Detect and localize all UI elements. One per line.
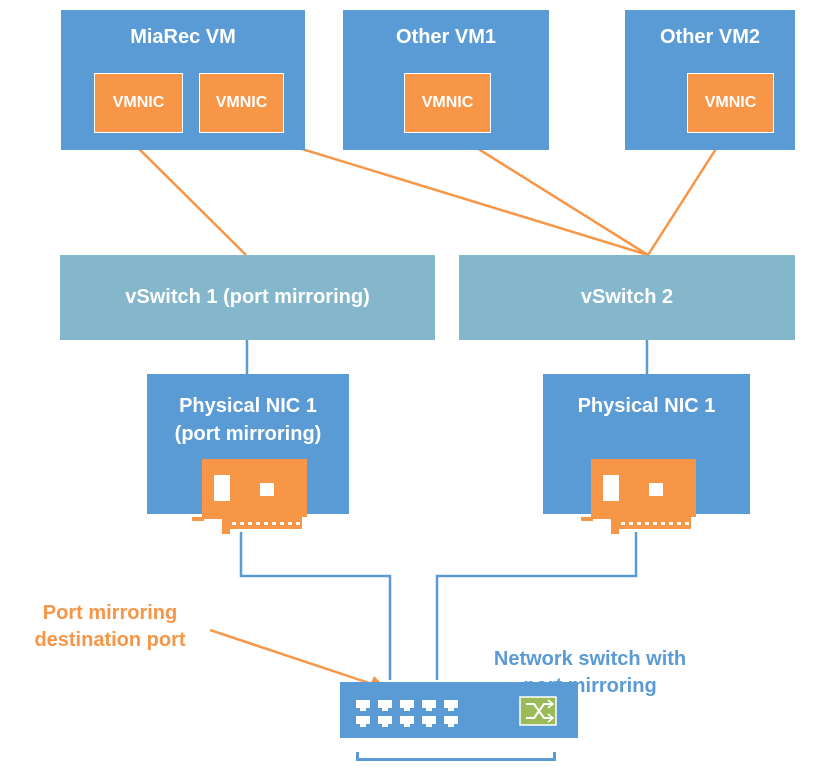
vm-title: MiaRec VM (130, 26, 236, 48)
switch-crossover-icon (519, 696, 557, 726)
switch-ports (356, 700, 458, 727)
physical-nic-1: Physical NIC 1 (port mirroring) (147, 374, 349, 534)
vm-miarec: MiaRec VM VMNIC VMNIC (61, 10, 305, 150)
vswitch-1: vSwitch 1 (port mirroring) (60, 255, 435, 340)
network-card-icon (581, 459, 696, 534)
destination-port-label: Port mirroring destination port (0, 600, 220, 654)
link-othervm1-vswitch2 (447, 128, 649, 257)
vmnic-2: VMNIC (199, 73, 284, 133)
vm-other-2: Other VM2 VMNIC (625, 10, 795, 150)
destination-port-label-line1: Port mirroring (42, 602, 178, 624)
vm-title: Other VM1 (395, 26, 497, 48)
vmnic-1: VMNIC (94, 73, 183, 133)
physical-nic-name: Physical NIC 1 (577, 395, 716, 417)
link-othervm2-vswitch2 (646, 129, 730, 256)
destination-port-label-line2: destination port (34, 629, 186, 651)
physical-nic-2: Physical NIC 1 (543, 374, 750, 534)
link-nic1-switch (239, 532, 392, 680)
link-miarec-vmnic1-vswitch1 (119, 129, 247, 256)
physical-nic-name: Physical NIC 1 (179, 395, 317, 417)
destination-port-arrow (209, 628, 373, 686)
link-miarec-vmnic2-vswitch2 (239, 128, 649, 257)
network-card-icon (192, 459, 307, 534)
vmnic: VMNIC (687, 73, 774, 133)
physical-nic-label: Physical NIC 1 (port mirroring) (147, 392, 349, 448)
vswitch-2: vSwitch 2 (459, 255, 795, 340)
network-switch-icon (340, 682, 578, 761)
physical-nic-label: Physical NIC 1 (543, 392, 750, 420)
physical-nic-mode: (port mirroring) (174, 423, 322, 445)
network-switch-label-line1: Network switch with (493, 648, 687, 670)
vm-title: Other VM2 (659, 26, 761, 48)
link-nic2-switch (435, 532, 638, 680)
vm-other-1: Other VM1 VMNIC (343, 10, 549, 150)
vmnic: VMNIC (404, 73, 491, 133)
